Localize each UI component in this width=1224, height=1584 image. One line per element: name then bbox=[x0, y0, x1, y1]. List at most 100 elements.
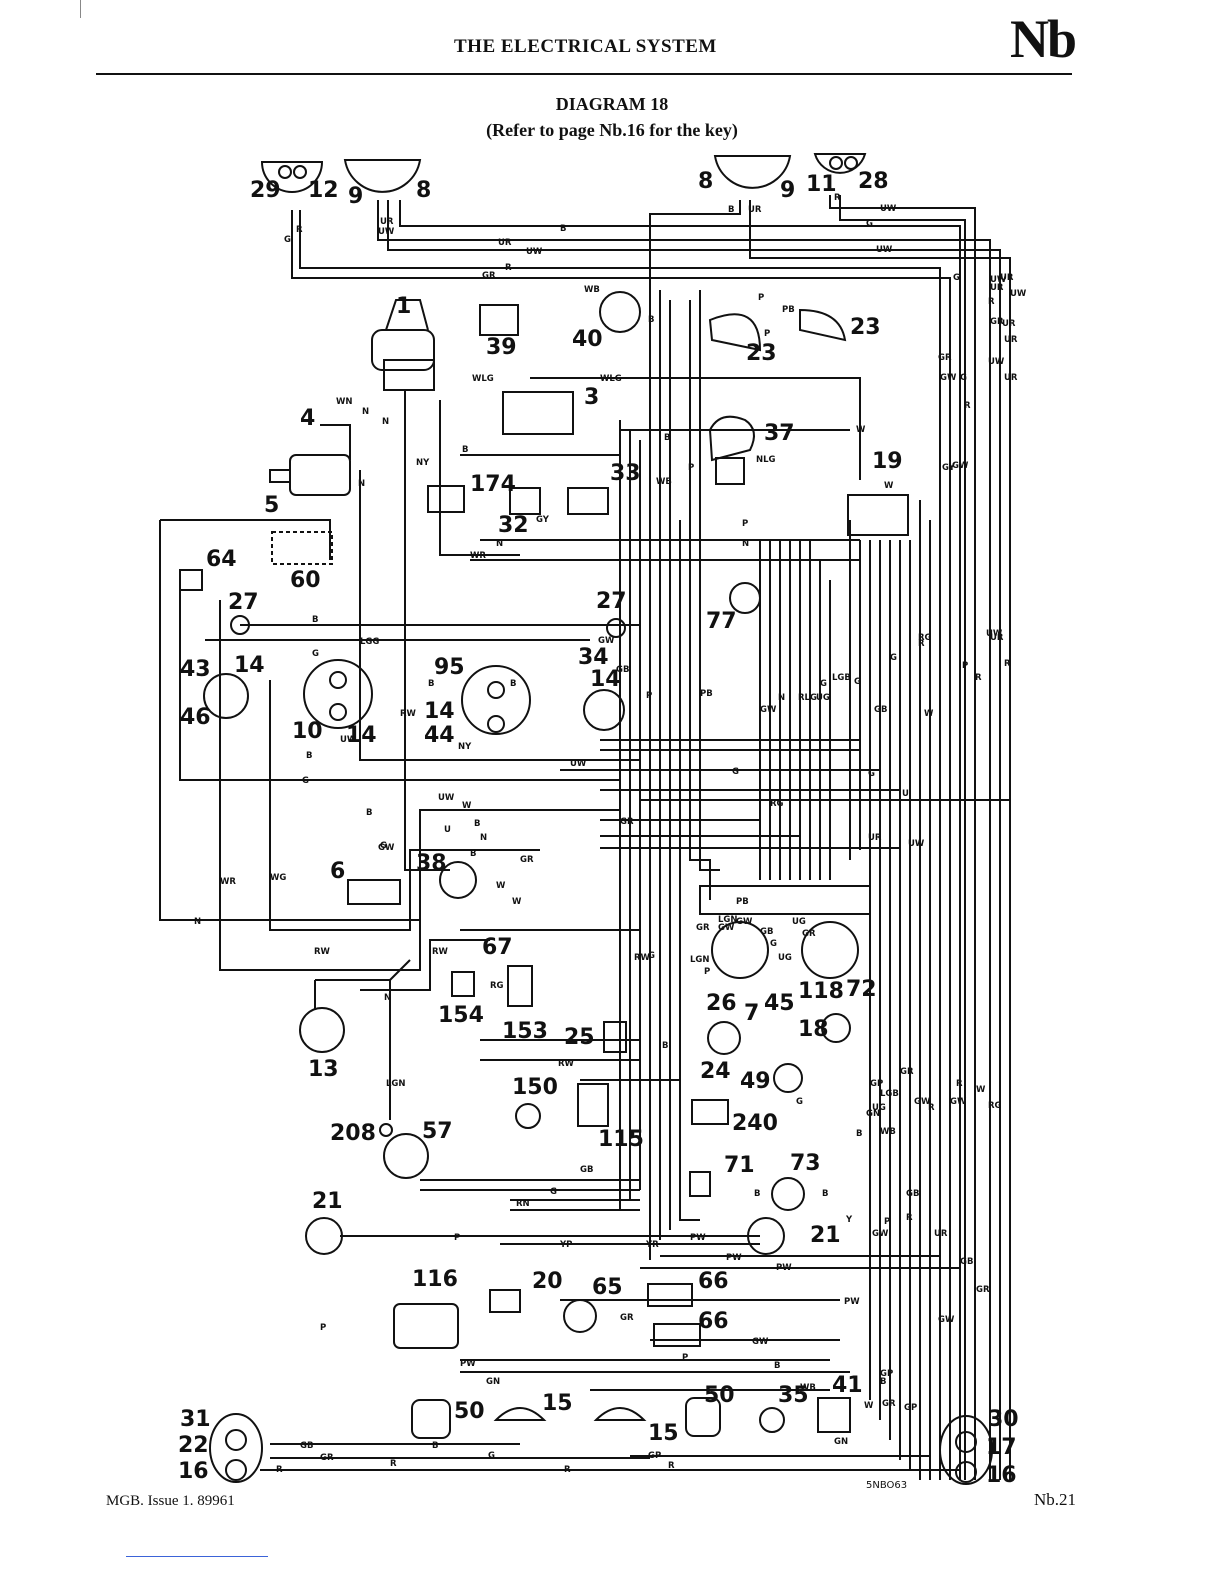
wire-colour-code: RG bbox=[988, 1101, 1002, 1111]
wire-colour-code: P bbox=[742, 519, 748, 529]
wire-colour-code: P bbox=[320, 1323, 326, 1333]
wire-colour-code: WB bbox=[656, 477, 672, 487]
wire-colour-code: GW bbox=[760, 705, 777, 715]
wire-colour-code: G bbox=[488, 1451, 495, 1461]
wire-colour-code: GY bbox=[536, 515, 550, 525]
wire-colour-code: B bbox=[474, 819, 480, 829]
component-label-33: 33 bbox=[610, 461, 641, 486]
wire-colour-code: B bbox=[312, 615, 318, 625]
wire-colour-code: GW bbox=[872, 1229, 889, 1239]
wire-colour-code: N bbox=[384, 993, 391, 1003]
wire-colour-code: B bbox=[366, 808, 372, 818]
component-label-71: 71 bbox=[724, 1153, 755, 1178]
wire-colour-code: W bbox=[976, 1085, 986, 1095]
wire-colour-code: LGN bbox=[718, 915, 738, 925]
wire-colour-code: U bbox=[902, 789, 909, 799]
wire-colour-code: RG bbox=[770, 799, 784, 809]
wire-colour-code: N bbox=[382, 417, 389, 427]
component-label-9: 9 bbox=[348, 184, 363, 209]
wire-colour-code: PW bbox=[776, 1263, 792, 1273]
component-label-50: 50 bbox=[704, 1383, 735, 1408]
wire-colour-code: UG bbox=[792, 917, 806, 927]
wire-colour-code: R bbox=[296, 225, 303, 235]
wire-colour-code: B bbox=[306, 751, 312, 761]
wire-colour-code: GR bbox=[482, 271, 496, 281]
component-label-7: 7 bbox=[744, 1001, 759, 1026]
wire-colour-code: G bbox=[868, 769, 875, 779]
wire-colour-code: GB bbox=[874, 705, 887, 715]
component-label-5: 5 bbox=[264, 493, 279, 518]
wire-colour-code: GR bbox=[620, 1313, 634, 1323]
wire-colour-code: GR bbox=[320, 1453, 334, 1463]
wire-colour-code: R bbox=[564, 1465, 571, 1475]
wire-colour-code: N bbox=[358, 479, 365, 489]
wire-colour-code: G bbox=[770, 939, 777, 949]
wire-colour-code: GR bbox=[976, 1285, 990, 1295]
component-label-43: 43 bbox=[180, 657, 211, 682]
component-label-38: 38 bbox=[416, 851, 447, 876]
component-label-41: 41 bbox=[832, 1373, 863, 1398]
diagram-reference: 5NBO63 bbox=[866, 1480, 907, 1491]
wire-colour-code: UR bbox=[990, 633, 1004, 643]
wire-colour-code: WN bbox=[336, 397, 353, 407]
wire-colour-code: GB bbox=[616, 665, 629, 675]
wire-colour-code: GW bbox=[950, 1097, 967, 1107]
wire-colour-code: UW bbox=[988, 357, 1005, 367]
wire-colour-code: N bbox=[480, 833, 487, 843]
wire-colour-code: P bbox=[884, 1217, 890, 1227]
wire-colour-code: R bbox=[975, 673, 982, 683]
wire-colour-code: PB bbox=[700, 689, 713, 699]
wire-colour-code: WLG bbox=[472, 374, 494, 384]
wire-colour-code: R bbox=[906, 1213, 913, 1223]
component-label-4: 4 bbox=[300, 406, 315, 431]
component-symbols bbox=[179, 153, 993, 1485]
lamp-8-9-right bbox=[713, 155, 792, 189]
wire-colour-code: GP bbox=[880, 1369, 893, 1379]
component-label-28: 28 bbox=[858, 169, 889, 194]
component-label-95: 95 bbox=[434, 655, 465, 680]
wire-colour-code: P bbox=[704, 967, 710, 977]
component-label-29: 29 bbox=[250, 178, 281, 203]
wire-colour-code: GB bbox=[580, 1165, 593, 1175]
wire-colour-code: G bbox=[550, 1187, 557, 1197]
component-label-40: 40 bbox=[572, 327, 603, 352]
component-label-240: 240 bbox=[732, 1111, 778, 1136]
wire-colour-code: G bbox=[820, 679, 827, 689]
wire-colour-code: W bbox=[864, 1401, 874, 1411]
component-label-16: 16 bbox=[178, 1459, 209, 1484]
component-label-208: 208 bbox=[330, 1121, 376, 1146]
component-label-19: 19 bbox=[872, 449, 903, 474]
component-label-174: 174 bbox=[470, 472, 516, 497]
wire-colour-code: UW bbox=[908, 839, 925, 849]
wire-colour-code: R bbox=[918, 639, 925, 649]
wire-colour-code: GP bbox=[904, 1403, 917, 1413]
wire-colour-code: B bbox=[462, 445, 468, 455]
wire-colour-code: LGB bbox=[880, 1089, 899, 1099]
wire-colour-code: R bbox=[956, 1079, 963, 1089]
wire-colour-code: UW bbox=[526, 247, 543, 257]
wire-colour-code: UW bbox=[876, 245, 893, 255]
wire-colour-code: GB bbox=[760, 927, 773, 937]
wire-colour-code: GW bbox=[940, 373, 957, 383]
wire-colour-code: UW bbox=[986, 629, 1003, 639]
wire-colour-code: LGB bbox=[832, 673, 851, 683]
wire-colour-code: NY bbox=[458, 742, 472, 752]
wire-colour-code: RW bbox=[432, 947, 449, 957]
wire-colour-code: UR bbox=[380, 217, 394, 227]
wire-colour-code: RN bbox=[516, 1199, 530, 1209]
component-label-14: 14 bbox=[424, 699, 455, 724]
wire-colour-code: RW bbox=[400, 709, 417, 719]
header-rule bbox=[96, 73, 1072, 75]
wire-colour-code: UW bbox=[378, 227, 395, 237]
wire-colour-code: GW bbox=[736, 917, 753, 927]
wire-colour-code: W bbox=[884, 481, 894, 491]
component-label-14: 14 bbox=[234, 653, 265, 678]
wire-colour-code: R bbox=[276, 1465, 283, 1475]
wire-colour-code: G bbox=[732, 767, 739, 777]
lamp-11-28 bbox=[813, 153, 867, 174]
wire-colour-code: LGN bbox=[690, 955, 710, 965]
wire-colour-code: GN bbox=[866, 1109, 880, 1119]
wire-colour-code: P bbox=[682, 1353, 688, 1363]
wire-colour-code: NLG bbox=[756, 455, 776, 465]
